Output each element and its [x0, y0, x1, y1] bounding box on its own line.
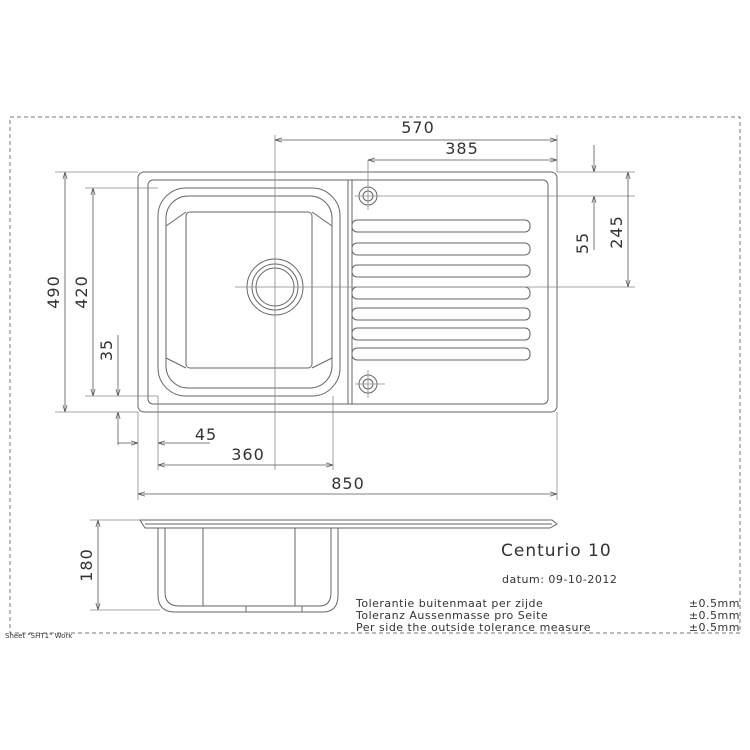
- side-rim: [139, 519, 558, 529]
- tolerance-de: Toleranz Aussenmasse pro Seite: [355, 609, 548, 622]
- extension-lines: [55, 135, 635, 500]
- drawing-date: datum: 09-10-2012: [502, 573, 617, 586]
- sink-side-view: [90, 519, 558, 613]
- dim-420: 420: [72, 275, 91, 309]
- sheet-frame: [9, 116, 741, 634]
- drainer-grooves: [351, 219, 531, 361]
- bowl-inner: [165, 195, 333, 389]
- dim-35: 35: [97, 339, 116, 361]
- model-name: Centurio 10: [501, 541, 612, 561]
- sheet-label: Sheet "SHT1" Work: [5, 632, 73, 640]
- bowl-floor: [185, 211, 313, 369]
- dim-850: 850: [331, 474, 365, 493]
- dimension-labels: 570 385 245 55 490 420 35 45 360 850 180: [44, 118, 626, 582]
- dim-245: 245: [607, 215, 626, 249]
- title-block: Centurio 10 datum: 09-10-2012 Tolerantie…: [355, 541, 740, 634]
- tolerance-value-3: ±0.5mm: [689, 621, 740, 634]
- center-lines: [235, 135, 635, 470]
- tolerance-value-2: ±0.5mm: [689, 609, 740, 622]
- tolerance-nl: Tolerantie buitenmaat per zijde: [355, 597, 543, 610]
- dim-180: 180: [77, 548, 96, 582]
- dim-385: 385: [445, 139, 479, 158]
- side-bowl: [157, 528, 339, 613]
- sink-top-view: [137, 171, 558, 413]
- bowl-outer: [157, 187, 341, 397]
- tolerance-en: Per side the outside tolerance measure: [356, 621, 591, 634]
- dim-55: 55: [573, 232, 592, 254]
- sink-outer-rim: [137, 171, 558, 413]
- dim-490: 490: [44, 275, 63, 309]
- dim-360: 360: [231, 445, 265, 464]
- side-drain: [245, 605, 303, 613]
- dim-570: 570: [401, 118, 435, 137]
- tolerance-value-1: ±0.5mm: [689, 597, 740, 610]
- dimension-lines: [65, 140, 628, 610]
- dim-45: 45: [195, 425, 217, 444]
